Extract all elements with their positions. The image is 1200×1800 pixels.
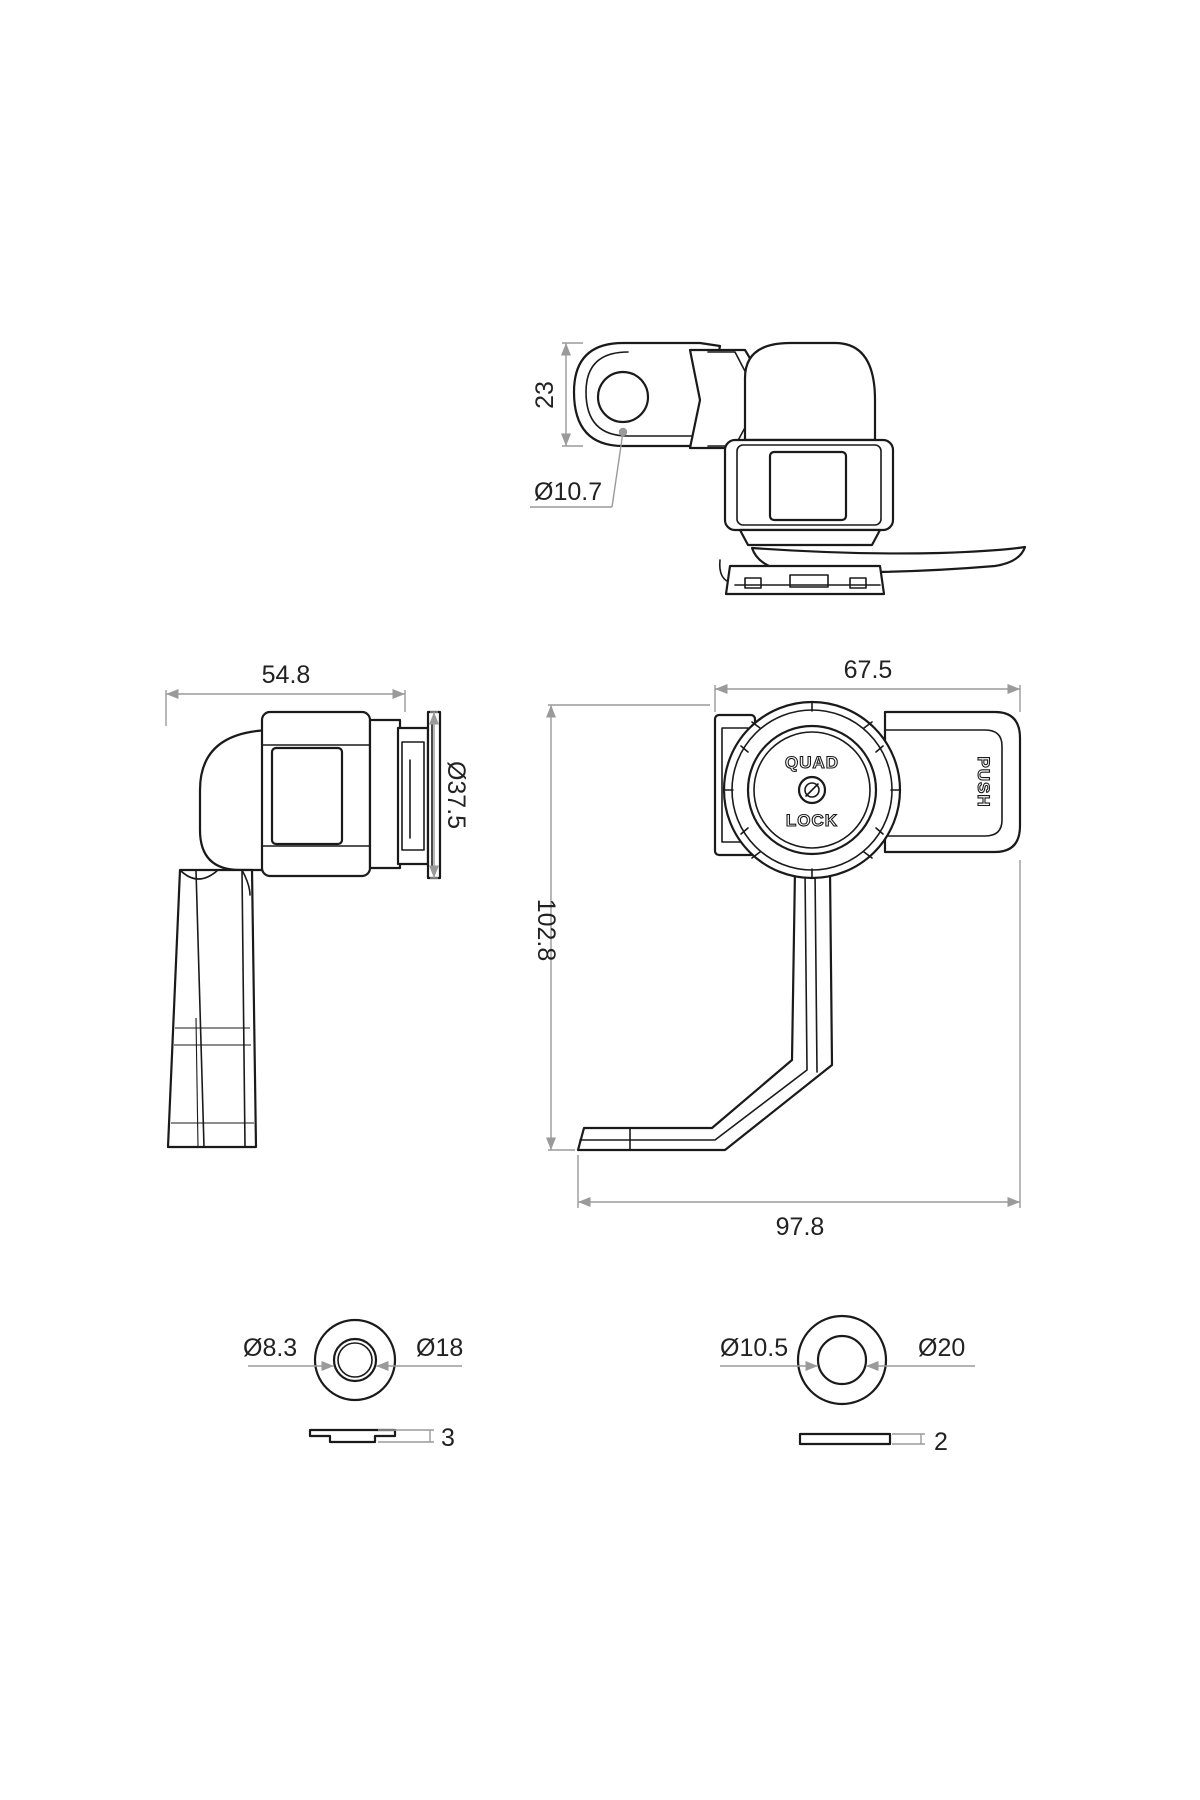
spacer-dimensions: Ø8.3 Ø18 3	[243, 1334, 463, 1452]
dim-front-width: 67.5	[844, 656, 893, 684]
dim-washer-thickness: 2	[934, 1428, 948, 1456]
top-view	[572, 341, 1027, 596]
dim-spacer-outer-diameter: Ø18	[416, 1334, 463, 1362]
dim-spacer-inner-diameter: Ø8.3	[243, 1334, 297, 1362]
dim-washer-outer-diameter: Ø20	[918, 1334, 965, 1362]
washer-dimensions: Ø10.5 Ø20 2	[720, 1334, 975, 1456]
side-view-dimensions: 54.8 Ø37.5	[165, 661, 470, 879]
push-label-text: PUSH	[974, 756, 993, 807]
logo-quad-text: QUAD	[785, 753, 839, 772]
dim-side-diameter: Ø37.5	[442, 761, 470, 829]
dim-front-total-width: 97.8	[776, 1213, 825, 1241]
mount-hole	[596, 370, 650, 424]
dim-top-height: 23	[531, 381, 559, 409]
top-view-dimensions: 23 Ø10.7	[530, 342, 624, 508]
dim-side-width: 54.8	[262, 661, 311, 689]
side-view	[166, 710, 442, 1149]
dim-front-height: 102.8	[532, 899, 560, 962]
washer-part	[796, 1314, 892, 1446]
front-view: QUAD LOCK PUSH	[576, 700, 1022, 1152]
dim-washer-inner-diameter: Ø10.5	[720, 1334, 788, 1362]
spacer-part	[308, 1318, 397, 1444]
front-view-dimensions: 67.5 102.8 97.8	[532, 656, 1021, 1241]
dim-top-hole-diameter: Ø10.7	[534, 478, 602, 506]
dim-spacer-thickness: 3	[441, 1424, 455, 1452]
push-button	[883, 710, 1022, 854]
logo-lock-text: LOCK	[786, 811, 838, 830]
